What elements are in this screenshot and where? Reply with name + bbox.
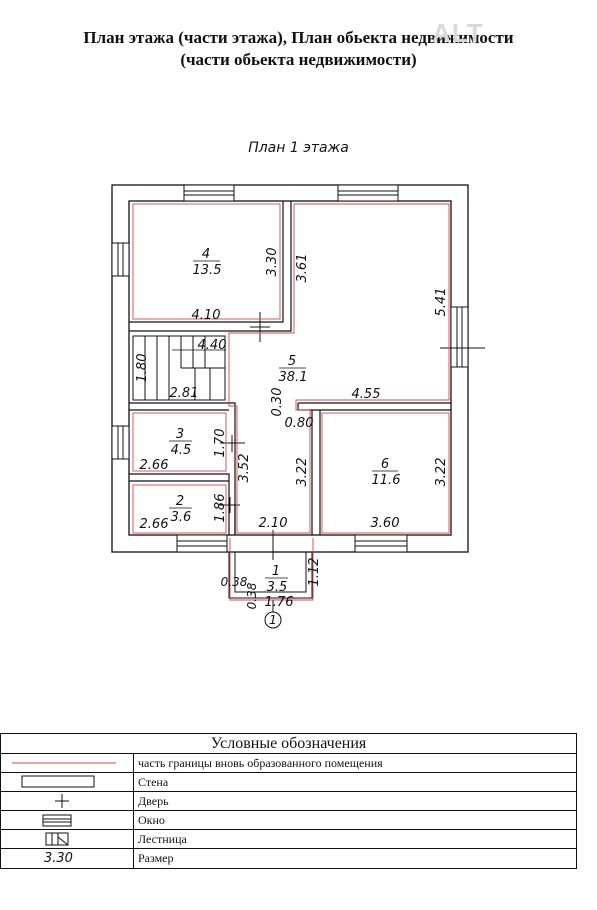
dim-1-70: 1.70 [213, 429, 228, 458]
dim-3-22-a: 3.22 [295, 458, 310, 487]
watermark: ALT [432, 18, 484, 48]
plan-title: План 1 этажа [248, 140, 349, 156]
dim-3-30: 3.30 [265, 248, 280, 277]
room-1-number: 1 [272, 564, 280, 579]
axis-marker-label: 1 [269, 613, 277, 627]
dim-1-76: 1.76 [265, 595, 294, 610]
legend-dimension-symbol: 3.30 [44, 851, 73, 866]
dim-3-52: 3.52 [237, 454, 252, 483]
legend-wall-symbol [21, 775, 95, 788]
room-1-area: 3.5 [267, 580, 288, 595]
porch [228, 552, 313, 599]
dim-1-12: 1.12 [307, 558, 322, 587]
room-4-area: 13.5 [193, 263, 222, 278]
room-3-number: 3 [176, 427, 184, 442]
dimension-lines [150, 349, 229, 404]
dim-0-38-a: 0.38 [221, 575, 248, 589]
axis-marker [264, 600, 282, 629]
dim-2-81: 2.81 [170, 386, 199, 401]
legend-row-boundary: часть границы вновь образованного помеще… [0, 754, 577, 773]
document-title-line2: (части обьекта недвижимости) [180, 50, 417, 69]
legend-row-dimension: 3.30 Размер [0, 849, 577, 868]
boundary-lines [132, 203, 450, 601]
room-2-number: 2 [176, 494, 184, 509]
legend-door-symbol [55, 794, 69, 808]
floor-plan: 4 13.5 5 38.1 3 4.5 6 11.6 2 3.6 1 3.5 3… [111, 184, 485, 629]
dim-0-30: 0.30 [270, 388, 285, 417]
legend-row-stairs: Лестница [0, 830, 577, 849]
dim-3-22-b: 3.22 [434, 458, 449, 487]
doors [218, 312, 485, 560]
dim-1-80: 1.80 [135, 354, 150, 383]
dim-0-38-b: 0.38 [245, 582, 259, 609]
room-3-area: 4.5 [171, 443, 192, 458]
legend-text-dimension: Размер [138, 851, 174, 865]
legend-text-door: Дверь [138, 794, 169, 808]
room-2-area: 3.6 [171, 510, 192, 525]
legend-grid [0, 733, 577, 869]
legend-row-door: Дверь [0, 792, 577, 811]
room-5-number: 5 [288, 354, 296, 369]
dim-2-66-a: 2.66 [140, 458, 169, 473]
legend-text-window: Окно [138, 813, 165, 827]
legend-text-stairs: Лестница [138, 832, 187, 846]
document-title: План этажа (части этажа), План обьекта н… [83, 28, 514, 47]
dim-3-60: 3.60 [371, 516, 400, 531]
legend: Условные обозначения часть границы вновь… [0, 733, 577, 869]
legend-text-wall: Стена [138, 775, 169, 789]
dim-4-10: 4.10 [192, 308, 221, 323]
dim-4-40: 4.40 [198, 338, 227, 353]
dim-4-55: 4.55 [352, 387, 381, 402]
room-6-number: 6 [381, 457, 389, 472]
windows [111, 184, 469, 553]
dim-1-86: 1.86 [213, 494, 228, 523]
outer-walls [111, 184, 469, 553]
room-6-area: 11.6 [372, 473, 401, 488]
dim-2-66-b: 2.66 [140, 517, 169, 532]
legend-window-symbol [42, 814, 72, 827]
legend-text-boundary: часть границы вновь образованного помеще… [138, 756, 383, 770]
room-4-number: 4 [202, 247, 210, 262]
dim-5-41: 5.41 [434, 288, 449, 317]
legend-header: Условные обозначения [210, 735, 367, 752]
stairs [132, 335, 226, 401]
dim-0-80: 0.80 [285, 416, 314, 431]
legend-row-wall: Стена [0, 773, 577, 792]
dim-3-61: 3.61 [295, 254, 310, 283]
legend-stairs-symbol [45, 832, 69, 846]
room-5-area: 38.1 [279, 370, 308, 385]
legend-row-window: Окно [0, 811, 577, 830]
dim-2-10: 2.10 [259, 516, 288, 531]
